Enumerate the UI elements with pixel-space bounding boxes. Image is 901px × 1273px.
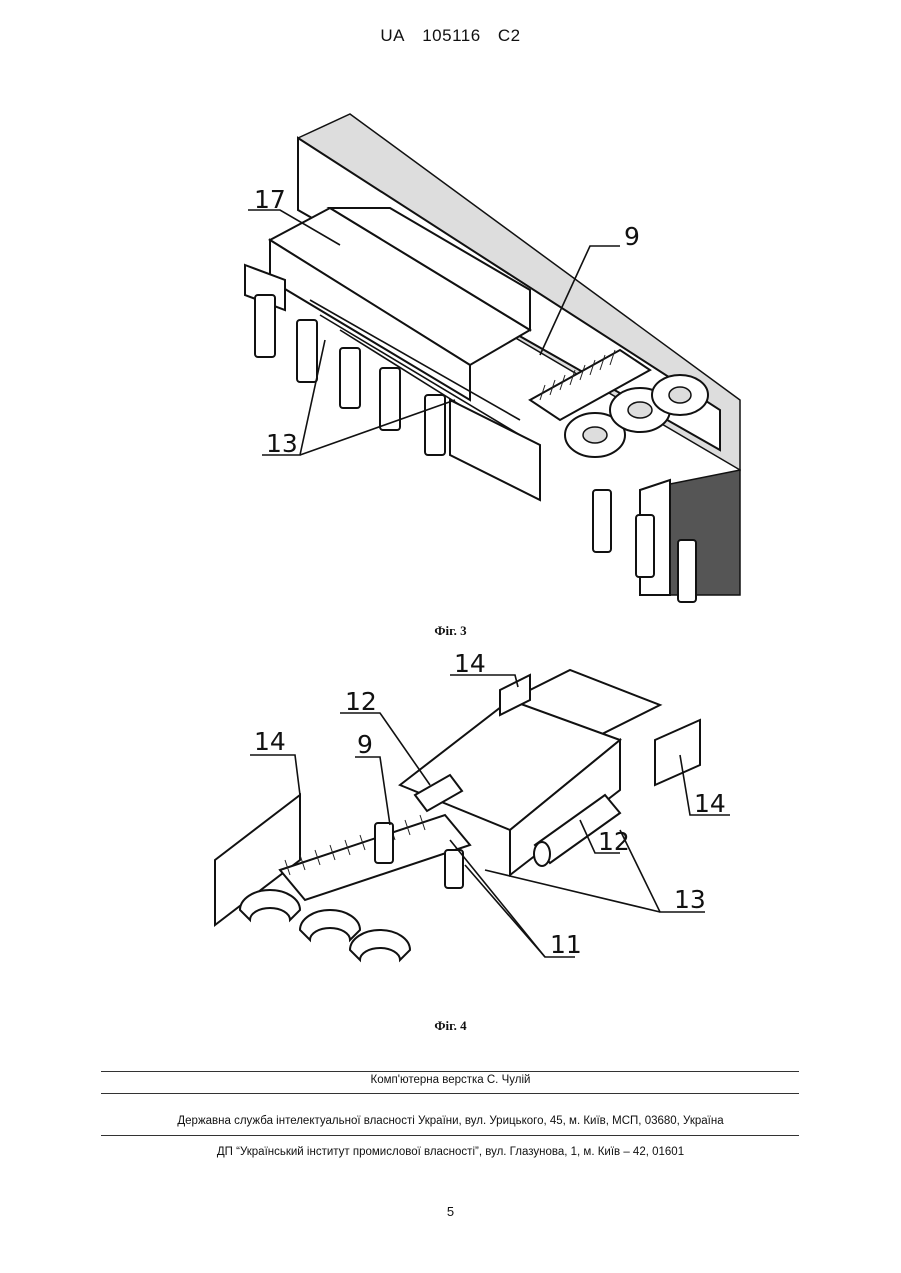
patent-number: 105116 xyxy=(422,26,480,45)
pin xyxy=(375,823,393,863)
label-12-right: 12 xyxy=(598,827,630,856)
label-14-top: 14 xyxy=(454,649,486,678)
footer-divider xyxy=(101,1071,799,1072)
pin xyxy=(445,850,463,888)
label-13: 13 xyxy=(266,429,298,458)
label-11: 11 xyxy=(550,930,582,959)
label-14-right: 14 xyxy=(694,789,726,818)
footer-divider xyxy=(101,1093,799,1094)
document-kind: C2 xyxy=(498,26,521,45)
label-12-top: 12 xyxy=(345,687,377,716)
plate-14-right xyxy=(655,720,700,785)
layout-credit: Комп'ютерна верстка С. Чулій xyxy=(0,1074,901,1086)
figure-4-drawing: 14 14 14 12 9 12 13 11 xyxy=(200,645,740,1005)
office-address: Державна служба інтелектуальної власност… xyxy=(0,1115,901,1127)
country-code: UA xyxy=(380,26,405,45)
label-14-left: 14 xyxy=(254,727,286,756)
label-17: 17 xyxy=(254,185,286,214)
patent-header: UA 105116 C2 xyxy=(0,26,901,46)
footer-divider xyxy=(101,1135,799,1136)
label-9: 9 xyxy=(357,730,373,759)
figure-3-caption: Фіг. 3 xyxy=(0,623,901,639)
figure-3-drawing: 17 9 13 xyxy=(200,100,760,610)
label-9: 9 xyxy=(624,222,640,251)
front-plate xyxy=(450,400,540,500)
hooks xyxy=(240,890,410,960)
institute-address: ДП “Український інститут промислової вла… xyxy=(0,1146,901,1158)
page-number: 5 xyxy=(0,1204,901,1219)
label-13: 13 xyxy=(674,885,706,914)
figure-4-caption: Фіг. 4 xyxy=(0,1018,901,1034)
